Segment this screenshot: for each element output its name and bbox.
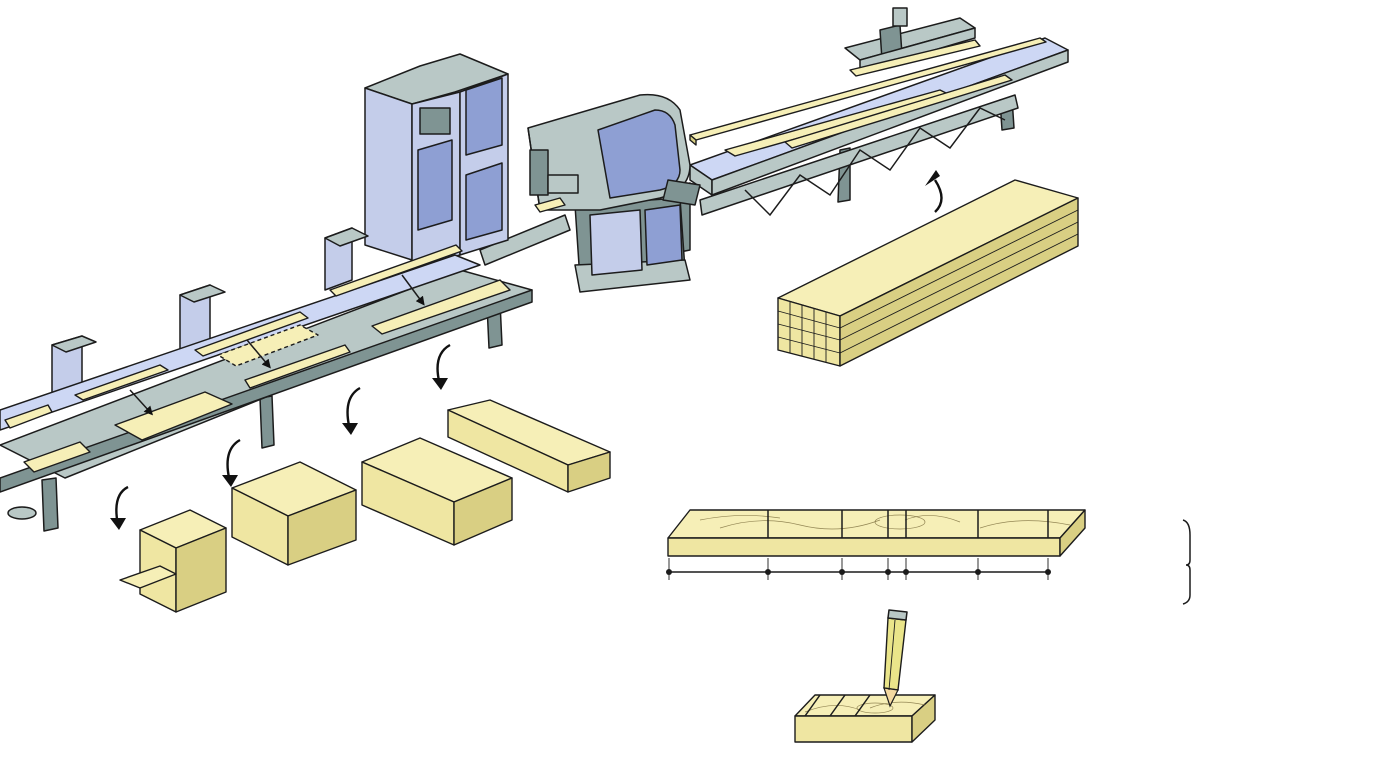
marking-pencil bbox=[883, 609, 908, 708]
sorting-conveyor bbox=[0, 227, 533, 532]
cross-cut-saw bbox=[479, 93, 701, 293]
infeed-conveyor bbox=[679, 7, 1069, 253]
control-cabinet bbox=[364, 53, 509, 269]
raw-lumber-stack bbox=[777, 170, 1079, 367]
marked-board bbox=[666, 509, 1191, 605]
sorted-stacks bbox=[110, 343, 611, 613]
marking-detail bbox=[794, 609, 936, 743]
